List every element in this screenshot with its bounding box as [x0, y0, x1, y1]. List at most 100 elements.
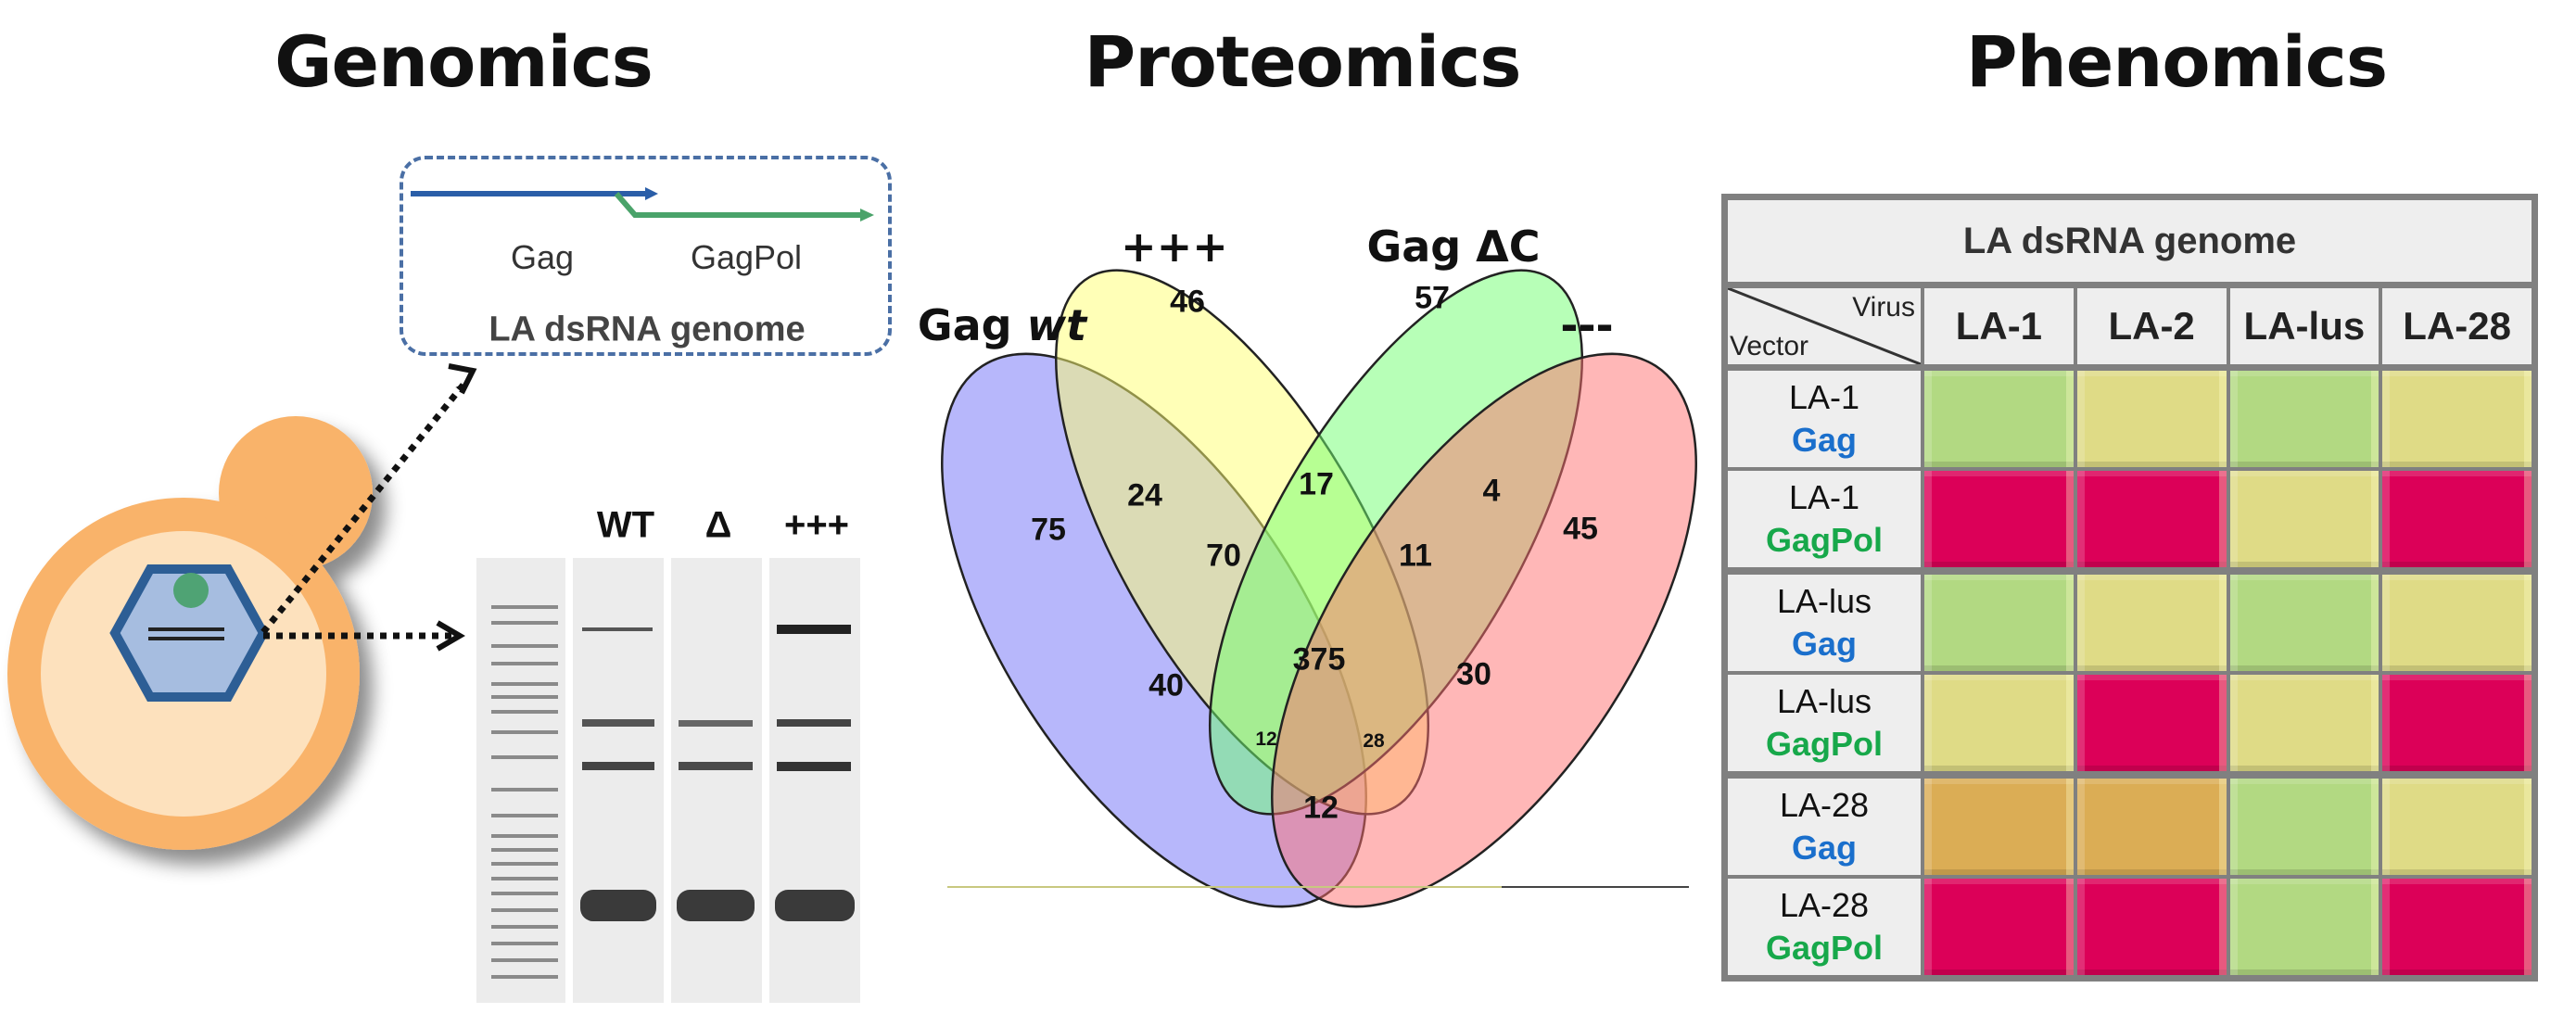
gel-lane-label-delta: Δ — [704, 504, 732, 546]
row-type-label: GagPol — [1765, 929, 1884, 967]
delta-lane-bands — [677, 720, 755, 921]
venn-count: 28 — [1363, 730, 1385, 752]
venn-count: 75 — [1031, 512, 1066, 548]
corner-virus-label: Virus — [1852, 292, 1915, 323]
table-header-row: Virus Vector LA-1 LA-2 LA-lus LA-28 — [1728, 288, 2532, 364]
row-vector-label: LA-lus — [1776, 682, 1872, 720]
phenotype-cell-green — [2229, 575, 2379, 671]
row-type-label: Gag — [1791, 625, 1857, 663]
row-vector-label: LA-28 — [1779, 886, 1870, 924]
corner-vector-label: Vector — [1730, 331, 1809, 361]
proteomics-title: Proteomics — [1084, 20, 1521, 103]
phenotype-cell-red — [2382, 675, 2532, 771]
row-vector-label: LA-28 — [1779, 786, 1870, 824]
phenotype-cell-green — [1924, 371, 2074, 467]
genomics-title: Genomics — [274, 20, 654, 103]
table-title: LA dsRNA genome — [1728, 200, 2532, 282]
corner-cell: Virus Vector — [1728, 288, 1921, 364]
phenotype-cell-red — [2076, 675, 2227, 771]
venn-count: 24 — [1127, 477, 1162, 513]
venn-label-gagwt-italic: wt — [1026, 300, 1087, 350]
venn-count: 12 — [1303, 790, 1339, 826]
arrow-to-genome — [260, 382, 466, 635]
gel-lane-label-wt: WT — [596, 504, 655, 546]
phenotype-cell-yellow — [2382, 371, 2532, 467]
venn-count: 40 — [1148, 667, 1184, 703]
phenotype-cell-yellow — [2229, 471, 2379, 567]
phenotype-cell-red — [2076, 471, 2227, 567]
venn-label-gagwt: Gag wt — [918, 300, 1086, 350]
venn-count: 11 — [1399, 538, 1432, 574]
venn-count: 46 — [1170, 284, 1205, 320]
corner-diagonal — [1728, 288, 1921, 364]
phenotype-cell-orange — [2076, 779, 2227, 875]
column-header: LA-2 — [2076, 288, 2227, 364]
gel-lane-label-plus: +++ — [783, 504, 850, 546]
column-header: LA-28 — [2382, 288, 2532, 364]
phenotype-cell-green — [1924, 575, 2074, 671]
gagpol-arrow — [614, 192, 874, 222]
row-type-label: Gag — [1791, 829, 1857, 867]
row-type-label: GagPol — [1765, 725, 1884, 763]
phenotype-cell-yellow — [2076, 371, 2227, 467]
phenotype-cell-red — [1924, 879, 2074, 975]
phenotype-cell-red — [2382, 879, 2532, 975]
venn-label-gagwt-main: Gag — [917, 300, 1027, 350]
genomics-graphics — [7, 187, 874, 1003]
phenotype-cell-red — [2382, 471, 2532, 567]
row-vector-label: LA-lus — [1776, 582, 1872, 620]
venn-count: 57 — [1415, 280, 1450, 316]
phenotype-cell-yellow — [2229, 675, 2379, 771]
row-vector-label: LA-1 — [1788, 378, 1860, 416]
phenomics-title: Phenomics — [1965, 20, 2388, 103]
phenotype-cell-yellow — [2076, 575, 2227, 671]
venn-count: 45 — [1563, 511, 1598, 547]
venn-count: 17 — [1299, 466, 1334, 502]
phenotype-cell-green — [2229, 779, 2379, 875]
gag-arrow — [411, 187, 658, 200]
phenotype-cell-yellow — [2382, 779, 2532, 875]
venn-count: 30 — [1456, 656, 1491, 692]
venn-count: 375 — [1292, 641, 1346, 678]
phenotype-cell-yellow — [1924, 675, 2074, 771]
row-vector-label: LA-1 — [1788, 478, 1860, 516]
wt-lane-bands — [580, 627, 656, 921]
venn-set-minus — [1271, 352, 1697, 908]
phenotype-cell-red — [2076, 879, 2227, 975]
venn-label-gagdc: Gag ΔC — [1366, 222, 1541, 272]
phenotype-cell-green — [2229, 879, 2379, 975]
column-header: LA-lus — [2229, 288, 2379, 364]
plus-lane-bands — [775, 625, 855, 921]
phenotype-cell-green — [2229, 371, 2379, 467]
phenotype-cell-yellow — [2382, 575, 2532, 671]
gag-label: Gag — [510, 238, 575, 276]
phenomics-table: LA dsRNA genome Virus Vector LA-1 LA-2 L… — [1721, 194, 2538, 982]
phenotype-cell-orange — [1924, 779, 2074, 875]
venn-label-minus: --- — [1560, 300, 1614, 350]
venn-count: 12 — [1255, 728, 1277, 750]
gel-image — [476, 558, 860, 1003]
phenotype-cell-red — [1924, 471, 2074, 567]
venn-count: 4 — [1482, 473, 1501, 509]
row-type-label: Gag — [1791, 421, 1857, 459]
row-type-label: GagPol — [1765, 521, 1884, 559]
ladder-bands — [491, 605, 558, 979]
column-header: LA-1 — [1924, 288, 2074, 364]
venn-label-plus: +++ — [1121, 222, 1228, 272]
genome-box — [400, 156, 892, 356]
venn-count: 70 — [1206, 538, 1241, 574]
